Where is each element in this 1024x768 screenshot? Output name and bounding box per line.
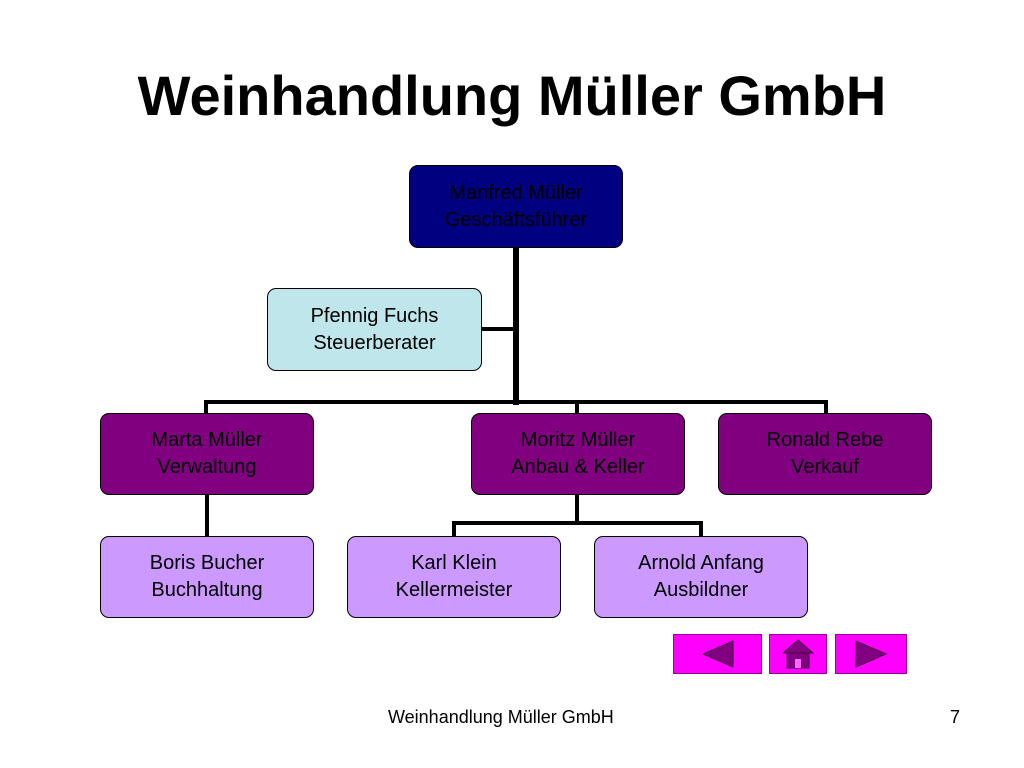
node-name: Moritz Müller [520, 429, 636, 451]
node-name: Ronald Rebe [766, 429, 884, 451]
node-name: Pfennig Fuchs [310, 304, 439, 327]
node-name: Karl Klein [411, 552, 497, 574]
node-name: Marta Müller [151, 429, 263, 451]
home-button[interactable] [769, 634, 827, 674]
node-boris-bucher: Boris Bucher Buchhaltung [100, 536, 314, 618]
node-name: Boris Bucher [149, 552, 265, 574]
home-icon [781, 639, 815, 669]
triangle-right-icon [855, 640, 888, 668]
triangle-left-icon [701, 640, 733, 668]
node-manfred-mueller: Manfred Müller Geschäftsführer [409, 165, 623, 248]
node-role: Steuerberater [313, 331, 436, 354]
node-name: Arnold Anfang [638, 552, 764, 574]
node-role: Kellermeister [395, 579, 513, 601]
page-number: 7 [950, 707, 961, 727]
node-marta-mueller: Marta Müller Verwaltung [100, 413, 314, 495]
previous-slide-button[interactable] [673, 634, 762, 674]
node-role: Buchhaltung [151, 579, 263, 601]
next-slide-button[interactable] [835, 634, 907, 674]
node-pfennig-fuchs: Pfennig Fuchs Steuerberater [267, 288, 482, 371]
node-role: Verkauf [791, 456, 859, 478]
node-role: Ausbildner [653, 579, 749, 601]
node-karl-klein: Karl Klein Kellermeister [347, 536, 561, 618]
node-role: Geschäftsführer [444, 208, 588, 231]
node-ronald-rebe: Ronald Rebe Verkauf [718, 413, 932, 495]
node-role: Verwaltung [157, 456, 257, 478]
node-arnold-anfang: Arnold Anfang Ausbildner [594, 536, 808, 618]
footer-text: Weinhandlung Müller GmbH [388, 707, 614, 727]
node-name: Manfred Müller [449, 181, 583, 204]
node-moritz-mueller: Moritz Müller Anbau & Keller [471, 413, 685, 495]
node-role: Anbau & Keller [511, 456, 645, 478]
slide-title: Weinhandlung Müller GmbH [137, 64, 887, 127]
